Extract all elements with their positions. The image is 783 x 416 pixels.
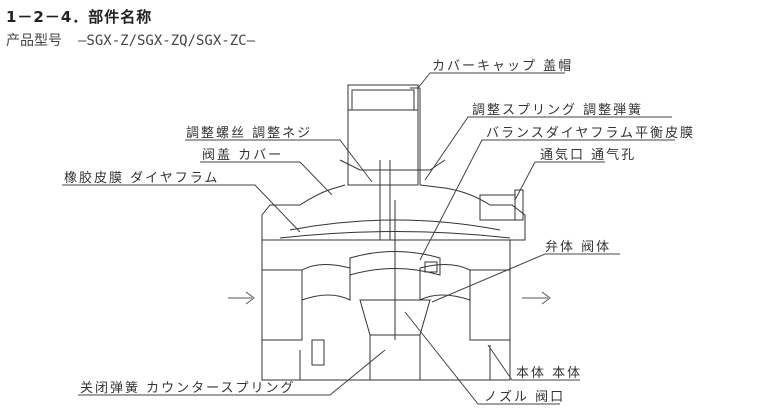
cover-cap (347, 84, 421, 186)
label-closing-spring: 关闭弹簧 カウンタースプリング (80, 381, 296, 396)
label-valve-body: 弁体 阀体 (545, 240, 612, 255)
label-adjust-screw: 調整螺丝 調整ネジ (186, 126, 313, 141)
bonnet (261, 159, 526, 241)
label-balance-diaphragm: バランスダイヤフラム平衡皮膜 (486, 126, 695, 141)
label-cover: 阀盖 カバー (202, 148, 284, 163)
label-rubber-diaphragm: 橡胶皮膜 ダイヤフラム (64, 171, 220, 186)
flow-arrow-in (228, 291, 255, 305)
main-body (261, 200, 511, 381)
label-vent: 通気口 通气孔 (540, 148, 637, 163)
model-label: 产品型号 (6, 33, 62, 49)
label-nozzle: ノズル 阀口 (484, 390, 566, 405)
leader-lines (62, 72, 675, 405)
section-title: 1－2－4．部件名称 (6, 8, 153, 26)
label-cover-cap: カバーキャップ 盖帽 (432, 59, 574, 74)
flow-arrow-out (522, 291, 551, 305)
model-value: —SGX-Z/SGX-ZQ/SGX-ZC— (78, 33, 256, 49)
label-adjust-spring: 調整スプリング 調整弾簧 (472, 103, 644, 118)
label-main-body: 本体 本体 (516, 366, 583, 381)
model-line: 产品型号 —SGX-Z/SGX-ZQ/SGX-ZC— (6, 30, 271, 50)
